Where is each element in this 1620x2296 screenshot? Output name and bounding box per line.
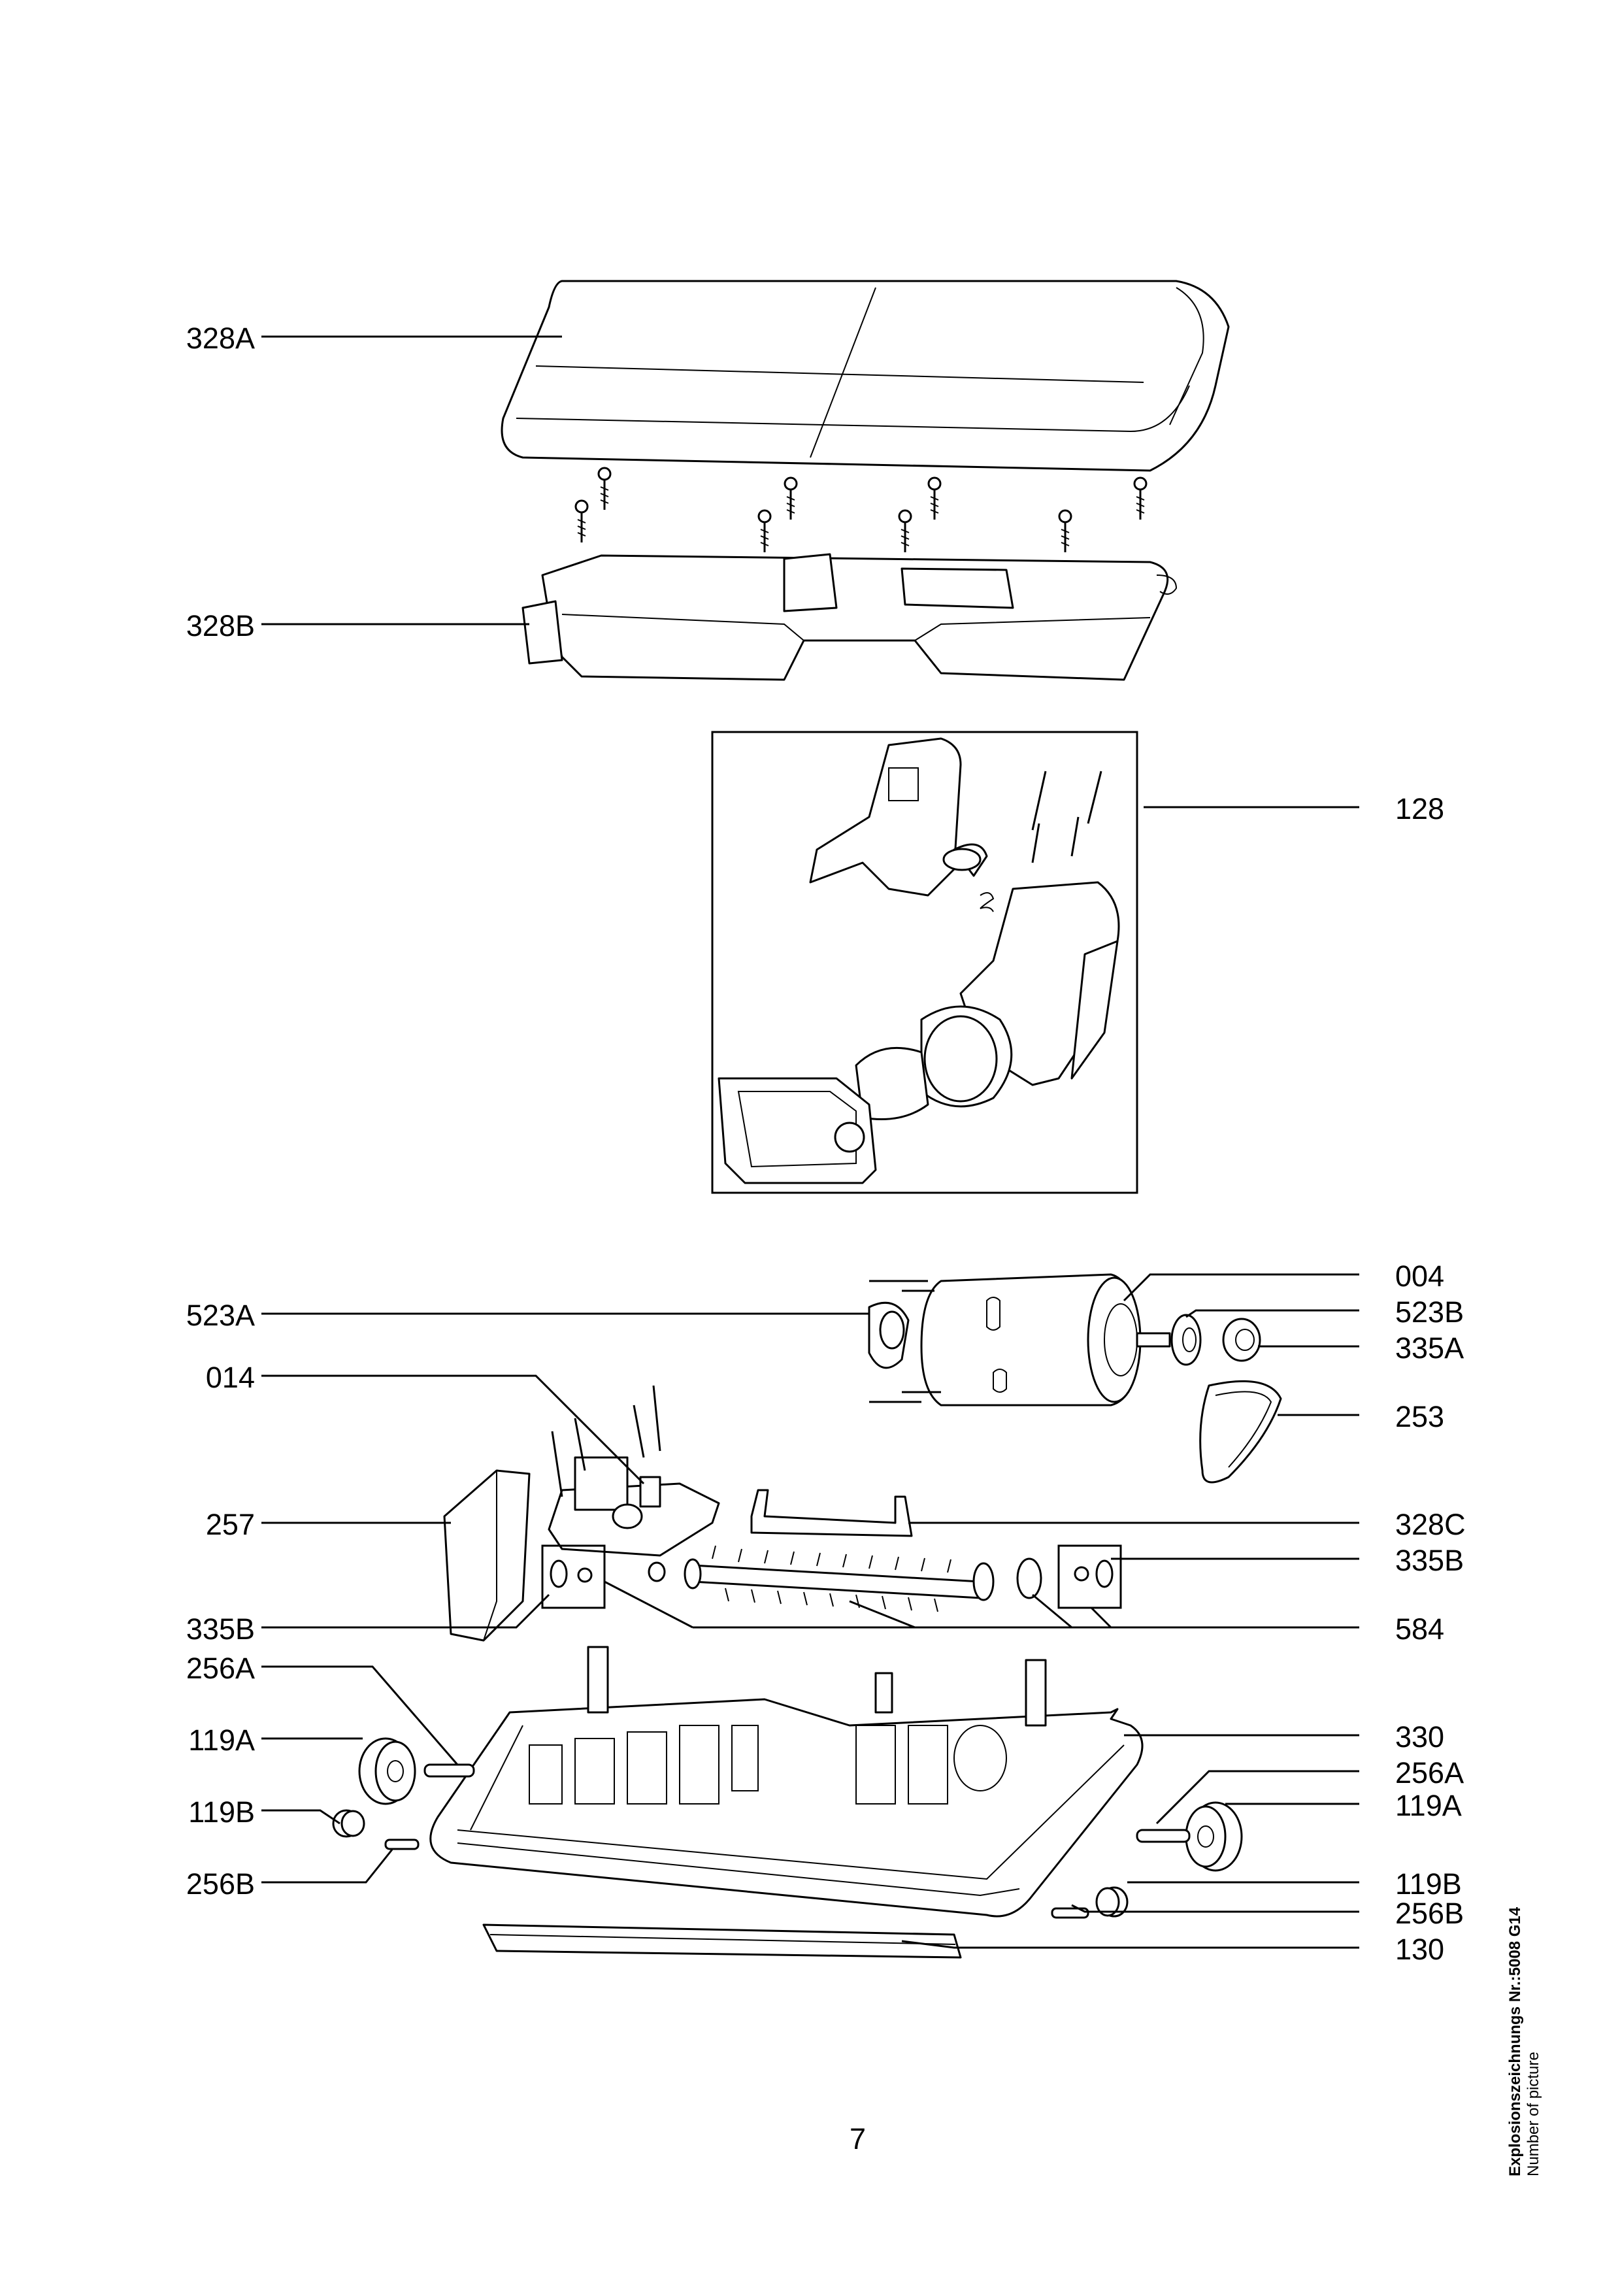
part-335A-pulley	[1222, 1318, 1261, 1362]
label-328B: 328B	[186, 609, 255, 642]
part-wheel-119A-right	[1185, 1801, 1243, 1872]
caption-number-of-picture: Number of picture	[1525, 2052, 1542, 2176]
part-filter-257	[443, 1469, 531, 1642]
label-130: 130	[1395, 1933, 1445, 1966]
leader-lines-left	[261, 335, 869, 1884]
part-base-330	[429, 1646, 1144, 1918]
part-523B	[1170, 1314, 1202, 1366]
label-328A: 328A	[186, 322, 255, 355]
label-523A: 523A	[186, 1299, 255, 1332]
label-256A-left: 256A	[186, 1652, 255, 1685]
label-584: 584	[1395, 1612, 1445, 1646]
part-circuit-board	[548, 1385, 720, 1557]
inset-box-128	[711, 731, 1138, 1194]
caption-drawing-number: Explosionszeichnungs Nr.:5008 G14	[1506, 1906, 1524, 2176]
part-top-cover	[501, 280, 1230, 472]
part-hub-119B-left	[332, 1809, 365, 1838]
part-pin-256B-right	[1051, 1907, 1089, 1919]
part-pin-256B-left	[384, 1838, 420, 1850]
label-253: 253	[1395, 1400, 1445, 1433]
part-hub-119B-right	[1095, 1886, 1129, 1918]
label-128: 128	[1395, 792, 1445, 825]
label-523B: 523B	[1395, 1295, 1464, 1329]
label-256A-right: 256A	[1395, 1756, 1464, 1789]
label-004: 004	[1395, 1259, 1445, 1293]
label-257: 257	[205, 1508, 255, 1541]
part-wheel-119A-left	[358, 1737, 416, 1805]
part-upper-frame	[521, 553, 1178, 681]
part-strip-130	[482, 1923, 962, 1959]
label-119B-right: 119B	[1395, 1867, 1462, 1901]
page-number: 7	[850, 2122, 867, 2155]
part-axle-256A-left	[423, 1763, 475, 1778]
part-motor	[869, 1273, 1171, 1406]
label-335A: 335A	[1395, 1331, 1464, 1365]
label-119A-left: 119A	[188, 1723, 255, 1757]
label-014: 014	[205, 1361, 255, 1394]
label-335B-left: 335B	[186, 1612, 255, 1646]
part-belt	[1199, 1380, 1282, 1484]
part-328C	[750, 1489, 913, 1537]
label-119A-right: 119A	[1395, 1789, 1462, 1822]
label-256B-left: 256B	[186, 1867, 255, 1901]
label-330: 330	[1395, 1720, 1445, 1754]
part-335B-left	[541, 1544, 606, 1609]
part-axle-256A-right	[1136, 1829, 1191, 1843]
label-328C: 328C	[1395, 1508, 1466, 1541]
part-523A	[868, 1301, 910, 1369]
label-256B-right: 256B	[1395, 1897, 1464, 1930]
label-119B-left: 119B	[188, 1795, 255, 1829]
label-335B-right: 335B	[1395, 1544, 1464, 1577]
part-335B-right	[1057, 1544, 1122, 1609]
leader-lines-right	[604, 806, 1359, 1949]
part-brush-roll	[648, 1545, 1042, 1612]
part-screws	[574, 467, 1148, 552]
